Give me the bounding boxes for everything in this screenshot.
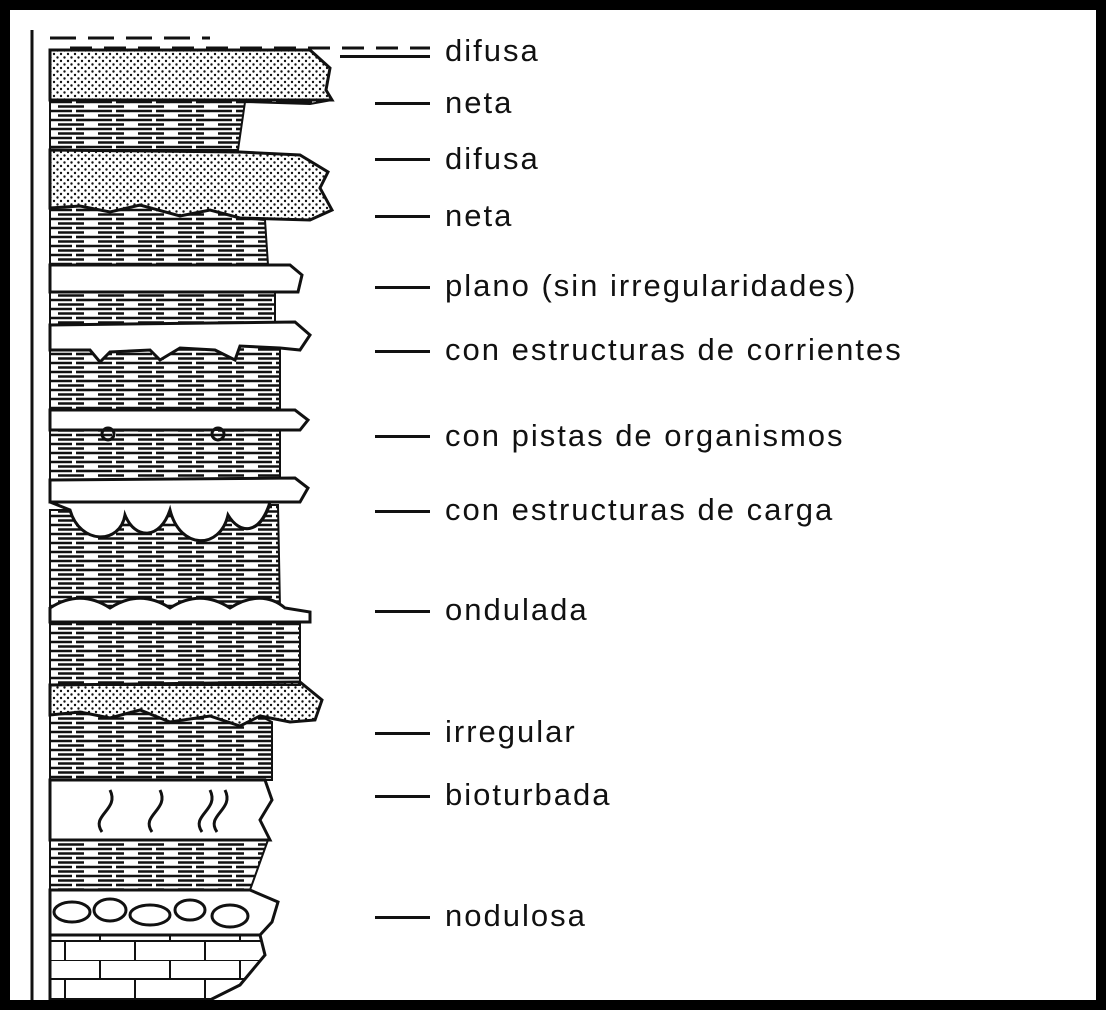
tick-b3 [375, 158, 430, 161]
label-b6: con estructuras de corrientes [445, 332, 903, 367]
label-b5: plano (sin irregularidades) [445, 268, 858, 303]
label-b8: con estructuras de carga [445, 492, 835, 527]
tick-b12 [375, 916, 430, 919]
label-b4: neta [445, 198, 514, 233]
layer-tracks-bed [48, 408, 311, 432]
nodules [52, 897, 250, 929]
label-b1: difusa [445, 33, 540, 68]
layer-shale-5 [49, 429, 281, 481]
tick-difusa-top [340, 55, 430, 58]
layer-shale-4 [49, 344, 281, 411]
stratigraphic-column [30, 30, 430, 1000]
layer-shale-3 [49, 291, 276, 326]
layer-wavy-boundary [48, 596, 312, 624]
label-b11: bioturbada [445, 777, 612, 812]
tick-b6 [375, 350, 430, 353]
layer-limestone [48, 933, 267, 1000]
tick-b4 [375, 215, 430, 218]
figure-frame: difusa neta difusa neta plano (sin irreg… [10, 10, 1096, 1000]
tick-b8 [375, 510, 430, 513]
label-b3: difusa [445, 141, 540, 176]
tick-b5 [375, 286, 430, 289]
layer-shale-9 [49, 839, 270, 891]
layer-plane-bed [48, 263, 304, 294]
label-b9: ondulada [445, 592, 589, 627]
label-b2: neta [445, 85, 514, 120]
layer-bioturbated [48, 778, 274, 842]
layer-diffuse-top [48, 36, 430, 102]
layer-shale-6 [49, 504, 282, 609]
label-b12: nodulosa [445, 898, 587, 933]
tick-b2 [375, 102, 430, 105]
tick-b10 [375, 732, 430, 735]
label-b7: con pistas de organismos [445, 418, 845, 453]
layer-load-bed [48, 476, 310, 504]
tick-b7 [375, 435, 430, 438]
layer-shale-1 [49, 99, 333, 151]
label-b10: irregular [445, 714, 577, 749]
tick-b9 [375, 610, 430, 613]
layer-shale-7 [49, 621, 301, 686]
tick-b11 [375, 795, 430, 798]
